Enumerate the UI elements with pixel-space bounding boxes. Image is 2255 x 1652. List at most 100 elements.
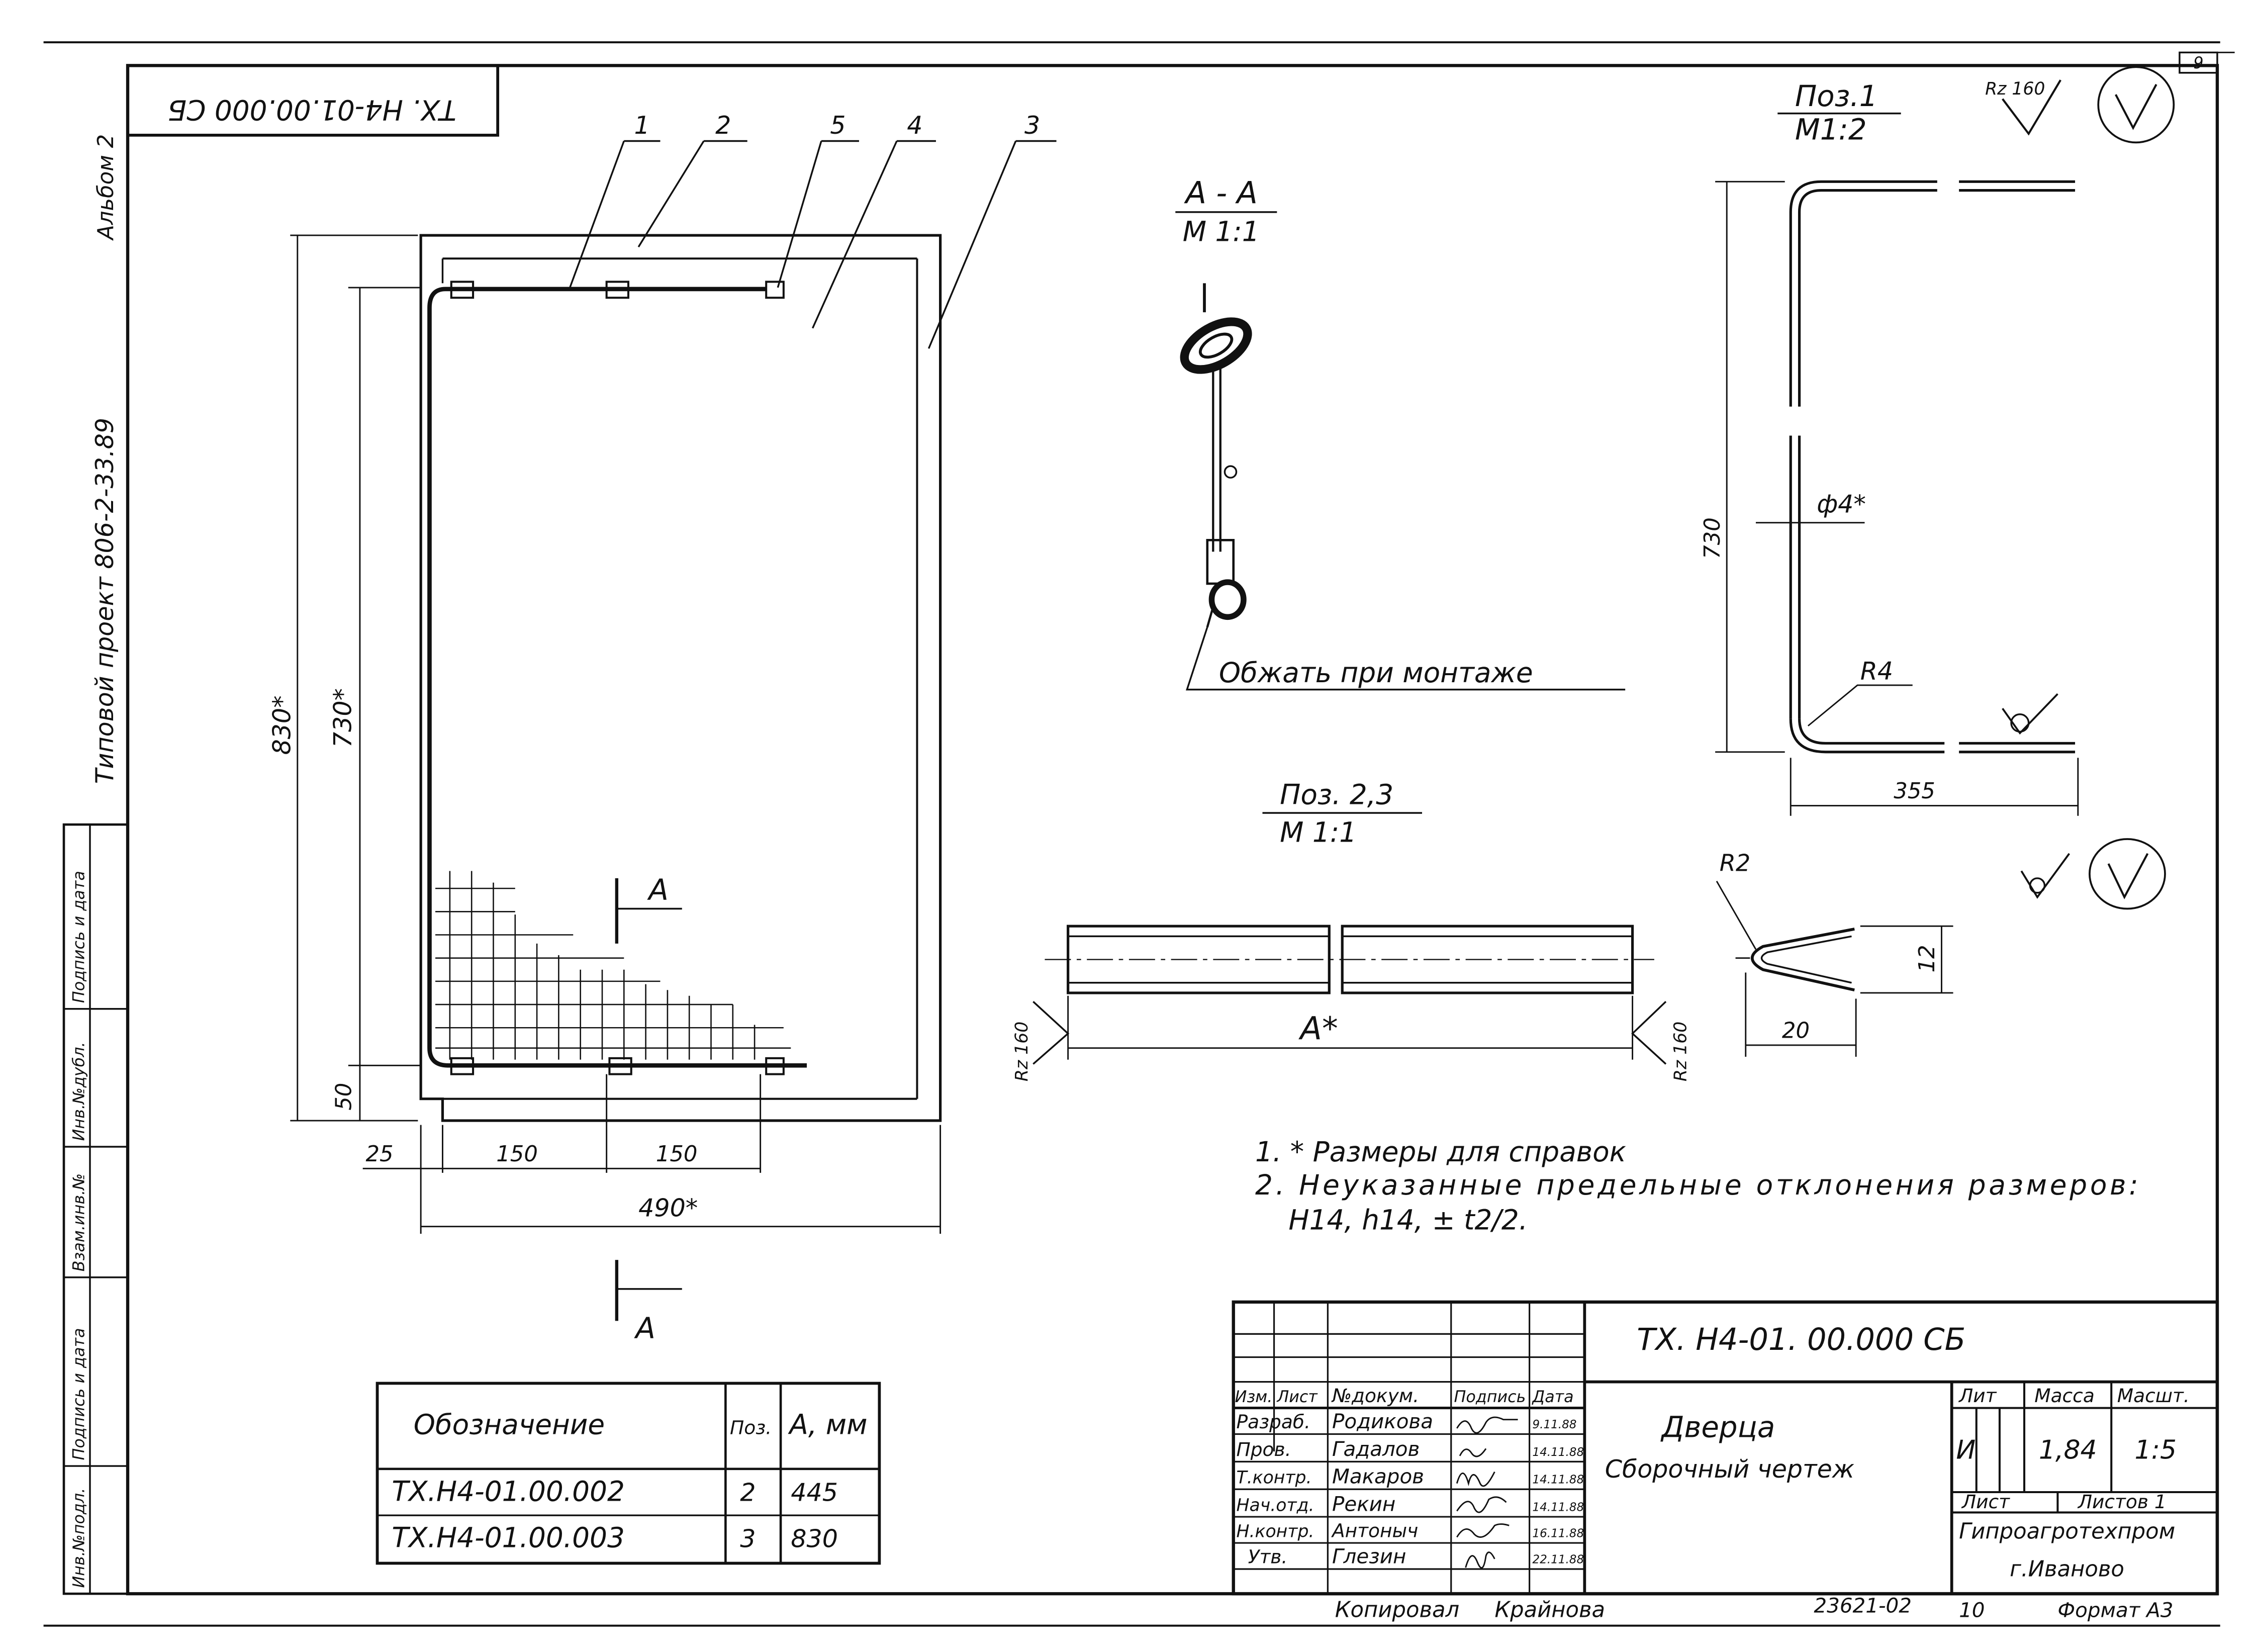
leader-pos-3: 3	[1024, 111, 1040, 140]
drawing-frame: 9	[43, 41, 2235, 1627]
side-stamp-label: Взам.инв.№	[70, 1173, 88, 1271]
tb-scale-value: 1:5	[2134, 1435, 2177, 1465]
dim-left-offset: 25	[365, 1142, 393, 1167]
spec-cell: 3	[740, 1524, 756, 1553]
spec-header-a: А, мм	[788, 1409, 867, 1441]
tb-doc-type: Сборочный чертеж	[1605, 1454, 1854, 1484]
footer-code: 23621-02	[1814, 1594, 1912, 1618]
title-block: Изм. Лист №докум. Подпись Дата Разраб. Р…	[1232, 1300, 2219, 1596]
pos1-dim-diameter: ф4*	[1817, 489, 1866, 518]
spec-header-pos: Поз.	[730, 1417, 772, 1439]
side-stamp-label: Инв.№дубл.	[70, 1042, 88, 1141]
tb-name: Рекин	[1332, 1492, 1395, 1516]
tb-name: Глезин	[1332, 1544, 1406, 1568]
side-stamp-label: Подпись и дата	[70, 1328, 88, 1460]
spec-cell: ТХ.Н4-01.00.002	[392, 1475, 624, 1507]
leader-pos-1: 1	[634, 111, 650, 140]
tb-organization: Гипроагротехпром	[1959, 1519, 2175, 1544]
svg-text:ТХ. Н4-01.00.000 СБ: ТХ. Н4-01.00.000 СБ	[168, 94, 456, 126]
project-label: Типовой проект 806-2-33.89	[90, 418, 119, 784]
dim-spacing-2: 150	[656, 1142, 698, 1167]
tb-name: Родикова	[1332, 1409, 1433, 1433]
spec-cell: 445	[791, 1478, 838, 1507]
spec-cell: 830	[791, 1524, 838, 1553]
main-view: 1 2 5 4 3 830* 730* 50 25 150 150 490*	[267, 111, 1057, 1345]
dim-height-total: 830*	[267, 695, 296, 755]
leader-pos-5: 5	[830, 111, 845, 140]
side-stamp-label: Инв.№подл.	[70, 1488, 88, 1588]
tb-col-header: Дата	[1531, 1388, 1573, 1406]
roughness-label: Rz 160	[1985, 79, 2045, 99]
pos23-roughness-left: Rz 160	[1012, 1022, 1032, 1081]
tb-date: 9.11.88	[1532, 1418, 1576, 1431]
tb-date: 14.11.88	[1532, 1474, 1584, 1487]
profile-view: R2 12 20	[1716, 838, 2166, 1057]
profile-width: 20	[1782, 1018, 1810, 1043]
tb-date: 16.11.88	[1532, 1527, 1584, 1540]
footer-format: Формат А3	[2057, 1598, 2173, 1622]
pos23-dim-length: А*	[1298, 1009, 1338, 1047]
tb-date: 22.11.88	[1532, 1553, 1584, 1566]
tb-role: Разраб.	[1237, 1411, 1310, 1433]
spec-cell: ТХ.Н4-01.00.003	[392, 1522, 624, 1554]
signatures	[1456, 1416, 1518, 1569]
pos23-scale: М 1:1	[1280, 816, 1357, 849]
dim-height-inner: 730*	[328, 688, 357, 748]
spec-table: Обозначение Поз. А, мм ТХ.Н4-01.00.002 2…	[375, 1382, 881, 1565]
pos23-title: Поз. 2,3	[1280, 779, 1393, 811]
spec-cell: 2	[740, 1478, 756, 1507]
tb-sheets-label: Листов 1	[2077, 1491, 2167, 1513]
tb-city: г.Иваново	[2010, 1556, 2124, 1582]
tb-role: Нач.отд.	[1237, 1496, 1314, 1516]
album-label: Альбом 2	[93, 134, 119, 241]
tb-col-header: Изм.	[1235, 1388, 1273, 1406]
note-2: 2. Неуказанные предельные отклонения раз…	[1255, 1169, 2141, 1201]
pos1-dim-radius: R4	[1860, 656, 1893, 685]
leader-pos-4: 4	[907, 111, 922, 140]
tb-name: Антоныч	[1331, 1520, 1418, 1542]
notes: 1. * Размеры для справок 2. Неуказанные …	[1255, 1136, 2141, 1236]
pos1-view: Поз.1 М1:2 Rz 160 730 ф4* R4 355	[1700, 66, 2175, 816]
sheet-number: 9	[2193, 54, 2203, 72]
tb-lit-label: Лит	[1958, 1385, 1997, 1407]
note-1: 1. * Размеры для справок	[1255, 1136, 1626, 1168]
tb-col-header: №докум.	[1331, 1385, 1419, 1407]
pos1-scale: М1:2	[1795, 113, 1867, 147]
section-aa: А - А М 1:1 Обжать при монтаже	[1175, 176, 1626, 691]
profile-radius: R2	[1720, 849, 1750, 876]
tb-item-name: Дверца	[1660, 1410, 1775, 1444]
profile-height: 12	[1915, 945, 1940, 972]
pos23-view: Поз. 2,3 М 1:1 А* Rz 160 Rz 160	[1012, 779, 1691, 1081]
tb-role: Пров.	[1237, 1438, 1291, 1460]
note-3: Н14, h14, ± t2/2.	[1288, 1204, 1528, 1236]
tb-scale-label: Масшт.	[2117, 1385, 2190, 1407]
footer: Копировал Крайнова 23621-02 10 Формат А3	[1335, 1594, 2174, 1623]
section-mark-bottom: А	[633, 1311, 655, 1345]
pos1-title: Поз.1	[1795, 79, 1877, 113]
tb-role: Т.контр.	[1237, 1468, 1312, 1488]
pos23-roughness-right: Rz 160	[1670, 1022, 1690, 1081]
leader-pos-2: 2	[715, 111, 731, 140]
side-stamp: Инв.№подл. Подпись и дата Взам.инв.№ Инв…	[62, 134, 129, 1595]
section-aa-note: Обжать при монтаже	[1219, 657, 1533, 689]
tb-mass-label: Масса	[2034, 1385, 2095, 1407]
pos1-dim-width: 355	[1894, 779, 1935, 804]
dim-width-total: 490*	[638, 1194, 698, 1223]
pos1-dim-height: 730	[1700, 517, 1725, 559]
tb-sheet-label: Лист	[1961, 1491, 2010, 1513]
tb-date: 14.11.88	[1532, 1446, 1584, 1459]
tb-col-header: Лист	[1276, 1388, 1318, 1406]
tb-col-header: Подпись	[1454, 1388, 1526, 1406]
mesh	[435, 871, 791, 1060]
tb-name: Макаров	[1332, 1464, 1424, 1489]
footer-sheet-no: 10	[1959, 1598, 1985, 1622]
tb-mass-value: 1,84	[2039, 1435, 2097, 1465]
footer-copier: Крайнова	[1494, 1597, 1605, 1622]
section-aa-scale: М 1:1	[1183, 216, 1260, 248]
tb-name: Гадалов	[1332, 1437, 1420, 1461]
dim-bottom-gap: 50	[332, 1083, 357, 1111]
tb-lit-value: И	[1956, 1435, 1976, 1465]
tb-date: 14.11.88	[1532, 1501, 1584, 1514]
tb-role: Н.контр.	[1237, 1522, 1314, 1542]
